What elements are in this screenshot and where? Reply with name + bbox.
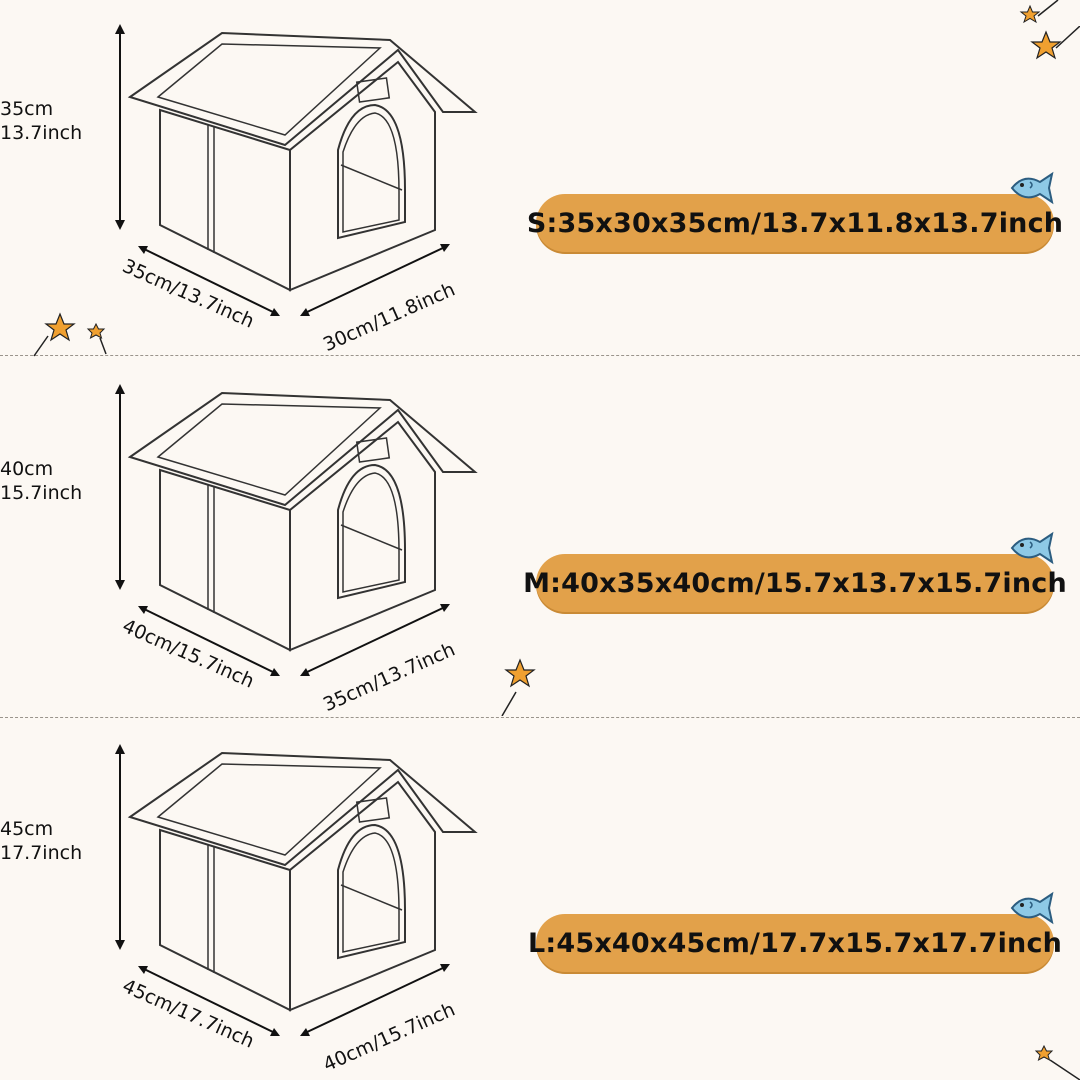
star-icon xyxy=(501,658,536,716)
height-cm: 40cm xyxy=(0,458,54,480)
size-section-m: 40cm 15.7inch 40cm/15.7inch 35cm/13.7inc… xyxy=(0,360,1080,720)
height-cm: 45cm xyxy=(0,818,54,840)
fish-icon xyxy=(1010,171,1054,205)
house-outline xyxy=(115,384,478,676)
height-label: 40cm 15.7inch xyxy=(0,457,118,505)
size-section-s: 35cm 13.7inch 35cm/13.7inch 30cm/11.8inc… xyxy=(0,0,1080,360)
height-label: 45cm 17.7inch xyxy=(0,817,118,865)
section-divider xyxy=(0,355,1080,356)
star-icon xyxy=(1030,26,1080,60)
house-outline xyxy=(115,744,478,1036)
fish-icon xyxy=(1010,531,1054,565)
height-cm: 35cm xyxy=(0,98,54,120)
house-outline xyxy=(115,24,478,316)
size-pill: S:35x30x35cm/13.7x11.8x13.7inch xyxy=(527,194,1063,252)
fish-icon xyxy=(1010,891,1054,925)
section-divider xyxy=(0,717,1080,718)
height-inch: 13.7inch xyxy=(0,122,83,144)
star-icon xyxy=(1019,0,1059,24)
height-inch: 17.7inch xyxy=(0,842,83,864)
size-pill: M:40x35x40cm/15.7x13.7x15.7inch xyxy=(523,554,1067,612)
size-section-l: 45cm 17.7inch 45cm/17.7inch 40cm/15.7inc… xyxy=(0,720,1080,1080)
height-label: 35cm 13.7inch xyxy=(0,97,118,145)
star-icon xyxy=(1034,1044,1080,1080)
star-icon xyxy=(86,322,107,355)
size-pill: L:45x40x45cm/17.7x15.7x17.7inch xyxy=(528,914,1062,972)
height-inch: 15.7inch xyxy=(0,482,83,504)
star-icon xyxy=(33,312,76,357)
